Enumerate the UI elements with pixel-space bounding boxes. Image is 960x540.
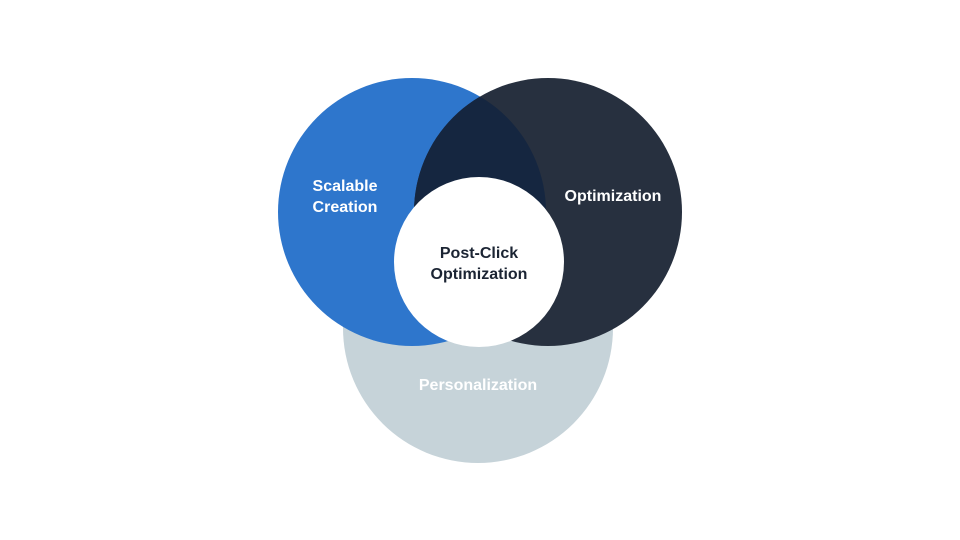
center-label-line2: Optimization <box>431 266 528 283</box>
personalization-label: Personalization <box>419 377 537 394</box>
scalable-creation-label-line1: Scalable <box>313 178 378 195</box>
optimization-label: Optimization <box>565 188 662 205</box>
center-circle <box>394 177 564 347</box>
center-label-line1: Post-Click <box>440 245 518 262</box>
scalable-creation-label-line2: Creation <box>313 199 378 216</box>
